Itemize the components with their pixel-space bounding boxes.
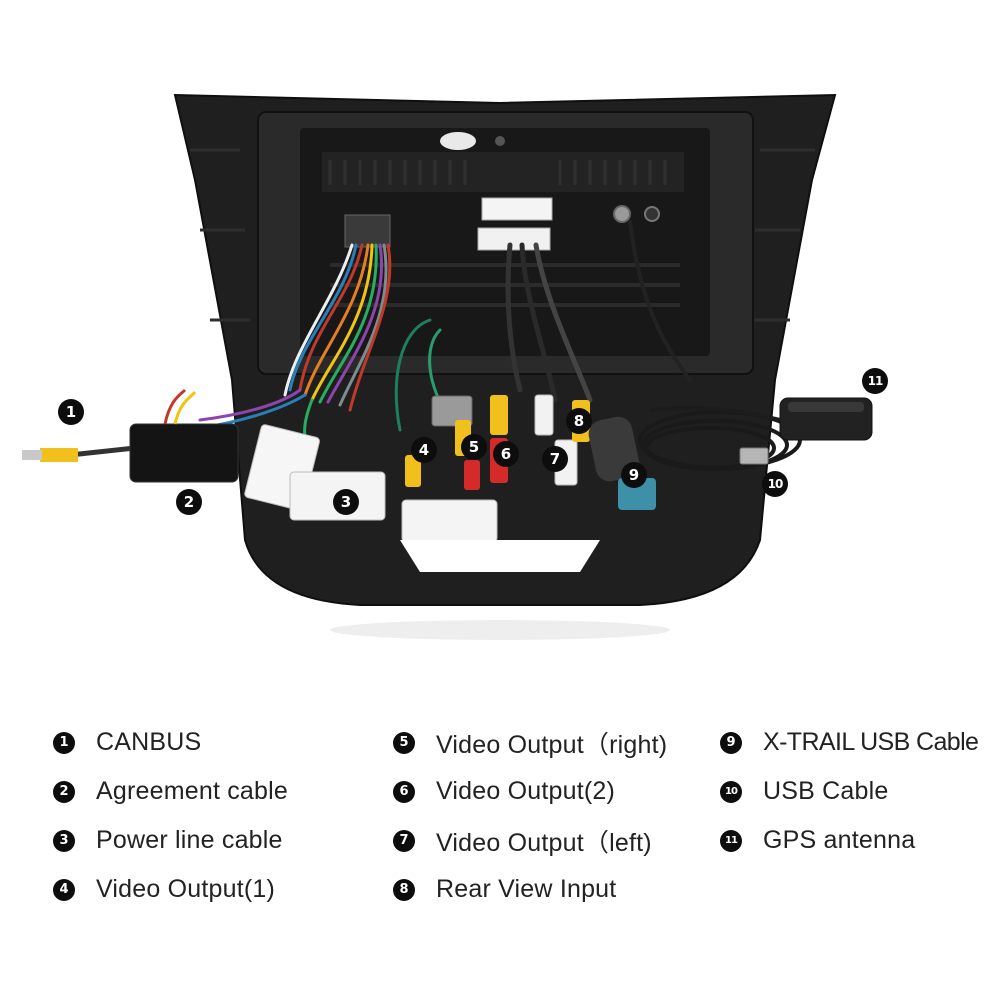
callout-7: 7 xyxy=(542,446,568,472)
radio-port xyxy=(644,206,660,222)
legend-column-2: 5 Video Output（right) 6 Video Output(2) … xyxy=(393,718,667,914)
legend-number: 2 xyxy=(53,780,75,803)
callout-9: 9 xyxy=(621,462,647,488)
floor-shadow xyxy=(330,620,670,640)
callout-4: 4 xyxy=(411,437,437,463)
bezel-ribs xyxy=(190,148,815,322)
white-connector-mid xyxy=(477,227,551,251)
legend-item-x-trail-usb-cable: 9 X-TRAIL USB Cable xyxy=(720,718,979,767)
legend-number: 5 xyxy=(393,731,415,754)
callout-1: 1 xyxy=(58,399,84,425)
usb-plug xyxy=(739,447,769,465)
lower-cutout xyxy=(400,540,600,572)
mount-tab xyxy=(440,132,476,150)
legend-number: 7 xyxy=(393,829,415,852)
legend-item-power-line-cable: 3 Power line cable xyxy=(53,816,288,865)
legend-number: 1 xyxy=(53,731,75,754)
legend-label: CANBUS xyxy=(96,728,202,756)
legend-label: Rear View Input xyxy=(436,875,617,903)
chassis-top-bar xyxy=(322,152,684,192)
chassis-vents xyxy=(328,160,667,185)
legend-column-1: 1 CANBUS 2 Agreement cable 3 Power line … xyxy=(53,718,288,914)
callout-5: 5 xyxy=(461,434,487,460)
callout-11: 11 xyxy=(862,368,888,394)
legend-item-usb-cable: 10 USB Cable xyxy=(720,767,978,816)
callout-6: 6 xyxy=(493,441,519,467)
legend-number: 9 xyxy=(720,731,742,754)
legend-label: Video Output（left) xyxy=(436,828,652,857)
product-photo xyxy=(22,93,873,640)
callout-8: 8 xyxy=(566,408,592,434)
legend-label: X-TRAIL USB Cable xyxy=(763,728,979,756)
legend-item-canbus: 1 CANBUS xyxy=(53,718,288,767)
canbus-box xyxy=(129,423,239,483)
canbus-assembly xyxy=(22,388,239,483)
callout-2: 2 xyxy=(176,489,202,515)
gps-port xyxy=(613,205,631,223)
legend-number: 8 xyxy=(393,878,415,901)
legend-number: 3 xyxy=(53,829,75,852)
callout-10: 10 xyxy=(762,471,788,497)
legend-item-video-output-1: 4 Video Output(1) xyxy=(53,865,288,914)
legend-number: 6 xyxy=(393,780,415,803)
legend-label: USB Cable xyxy=(763,777,889,805)
legend-number: 10 xyxy=(720,780,742,803)
plug-lower xyxy=(401,499,498,543)
legend-label: Video Output(1) xyxy=(96,875,276,903)
legend-column-3: 9 X-TRAIL USB Cable 10 USB Cable 11 GPS … xyxy=(720,718,979,865)
legend-item-video-output-left: 7 Video Output（left) xyxy=(393,816,667,865)
wire-harness xyxy=(198,220,692,462)
callout-3: 3 xyxy=(333,489,359,515)
mount-screw xyxy=(495,136,505,146)
plug-gray xyxy=(431,395,473,427)
main-connector xyxy=(344,214,391,248)
legend-label: Power line cable xyxy=(96,826,283,854)
legend-item-video-output-2: 6 Video Output(2) xyxy=(393,767,667,816)
legend-number: 4 xyxy=(53,878,75,901)
legend-label: Agreement cable xyxy=(96,777,289,805)
legend-item-video-output-right: 5 Video Output（right) xyxy=(393,718,667,767)
legend-label: Video Output(2) xyxy=(436,777,616,805)
legend-item-gps-antenna: 11 GPS antenna xyxy=(720,816,978,865)
rca-plug-canbus xyxy=(40,448,78,462)
legend-item-rear-view-input: 8 Rear View Input xyxy=(393,865,667,914)
legend-label: Video Output（right) xyxy=(436,730,668,759)
legend-label: GPS antenna xyxy=(763,826,916,854)
white-connector-top xyxy=(481,197,553,221)
legend-number: 11 xyxy=(720,829,742,852)
legend-item-agreement-cable: 2 Agreement cable xyxy=(53,767,288,816)
